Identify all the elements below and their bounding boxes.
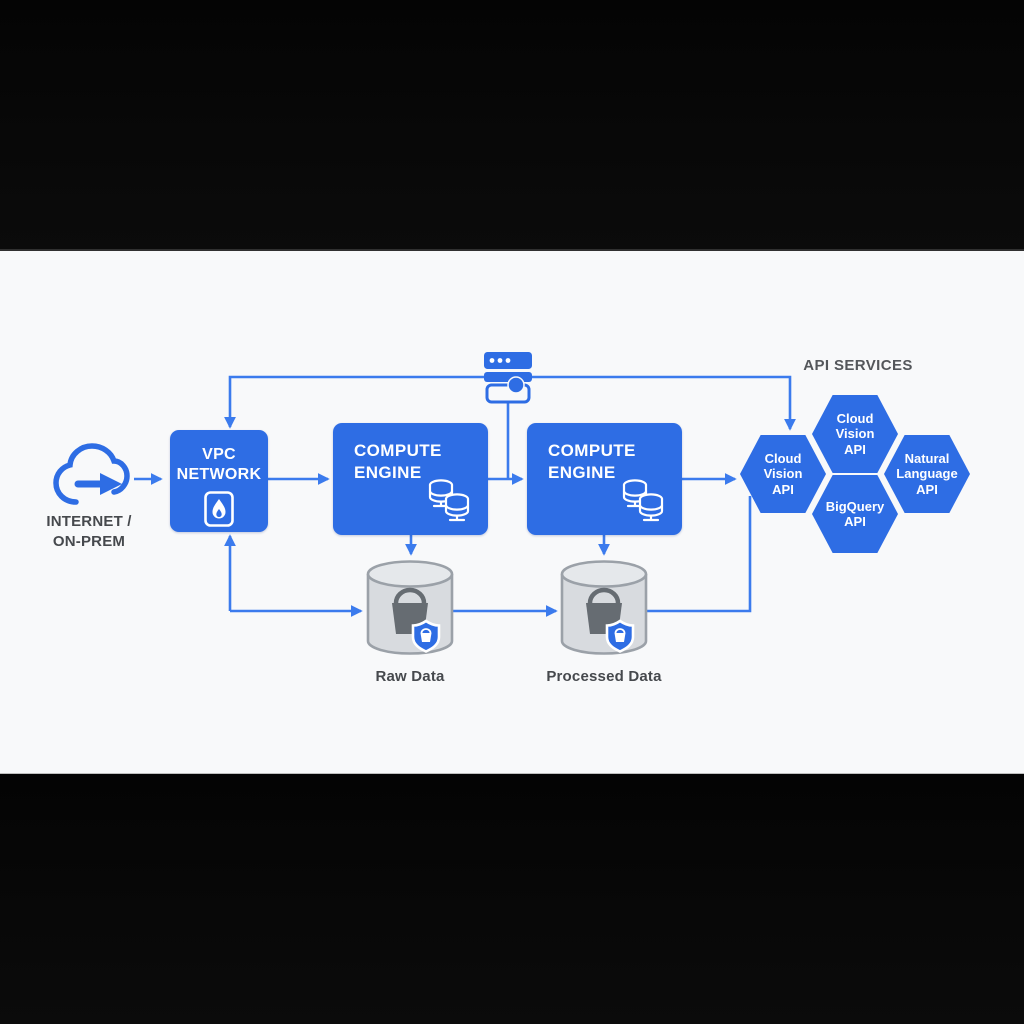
letterbox-bottom bbox=[0, 774, 1024, 1024]
processed-data-label: Processed Data bbox=[546, 668, 662, 685]
internet-cloud-icon bbox=[53, 443, 130, 505]
firewall-icon bbox=[204, 491, 234, 527]
processed-data-bucket-icon bbox=[560, 560, 648, 655]
connector-layer bbox=[53, 352, 796, 655]
compute-engine-1-databases-icon bbox=[428, 479, 470, 522]
raw-data-label: Raw Data bbox=[375, 668, 445, 685]
load-balancer-icon bbox=[484, 352, 532, 404]
api-services-title: API SERVICES bbox=[803, 357, 913, 374]
compute-engine-1-node: COMPUTE ENGINE bbox=[333, 423, 488, 535]
raw-data-bucket-icon bbox=[366, 560, 454, 655]
connector-processed-to-api bbox=[644, 496, 752, 613]
letterbox-top bbox=[0, 0, 1024, 249]
vpc-network-node: VPC NETWORK bbox=[170, 430, 268, 532]
compute-engine-2-node: COMPUTE ENGINE bbox=[527, 423, 682, 535]
compute-engine-1-label: COMPUTE ENGINE bbox=[354, 441, 442, 483]
compute-engine-2-label: COMPUTE ENGINE bbox=[548, 441, 636, 483]
compute-engine-2-databases-icon bbox=[622, 479, 664, 522]
vpc-network-label: VPC NETWORK bbox=[176, 446, 262, 483]
internet-on-prem-label: INTERNET / ON-PREM bbox=[46, 513, 132, 551]
architecture-diagram-canvas: VPC NETWORK COMPUTE ENGINE bbox=[0, 249, 1024, 774]
